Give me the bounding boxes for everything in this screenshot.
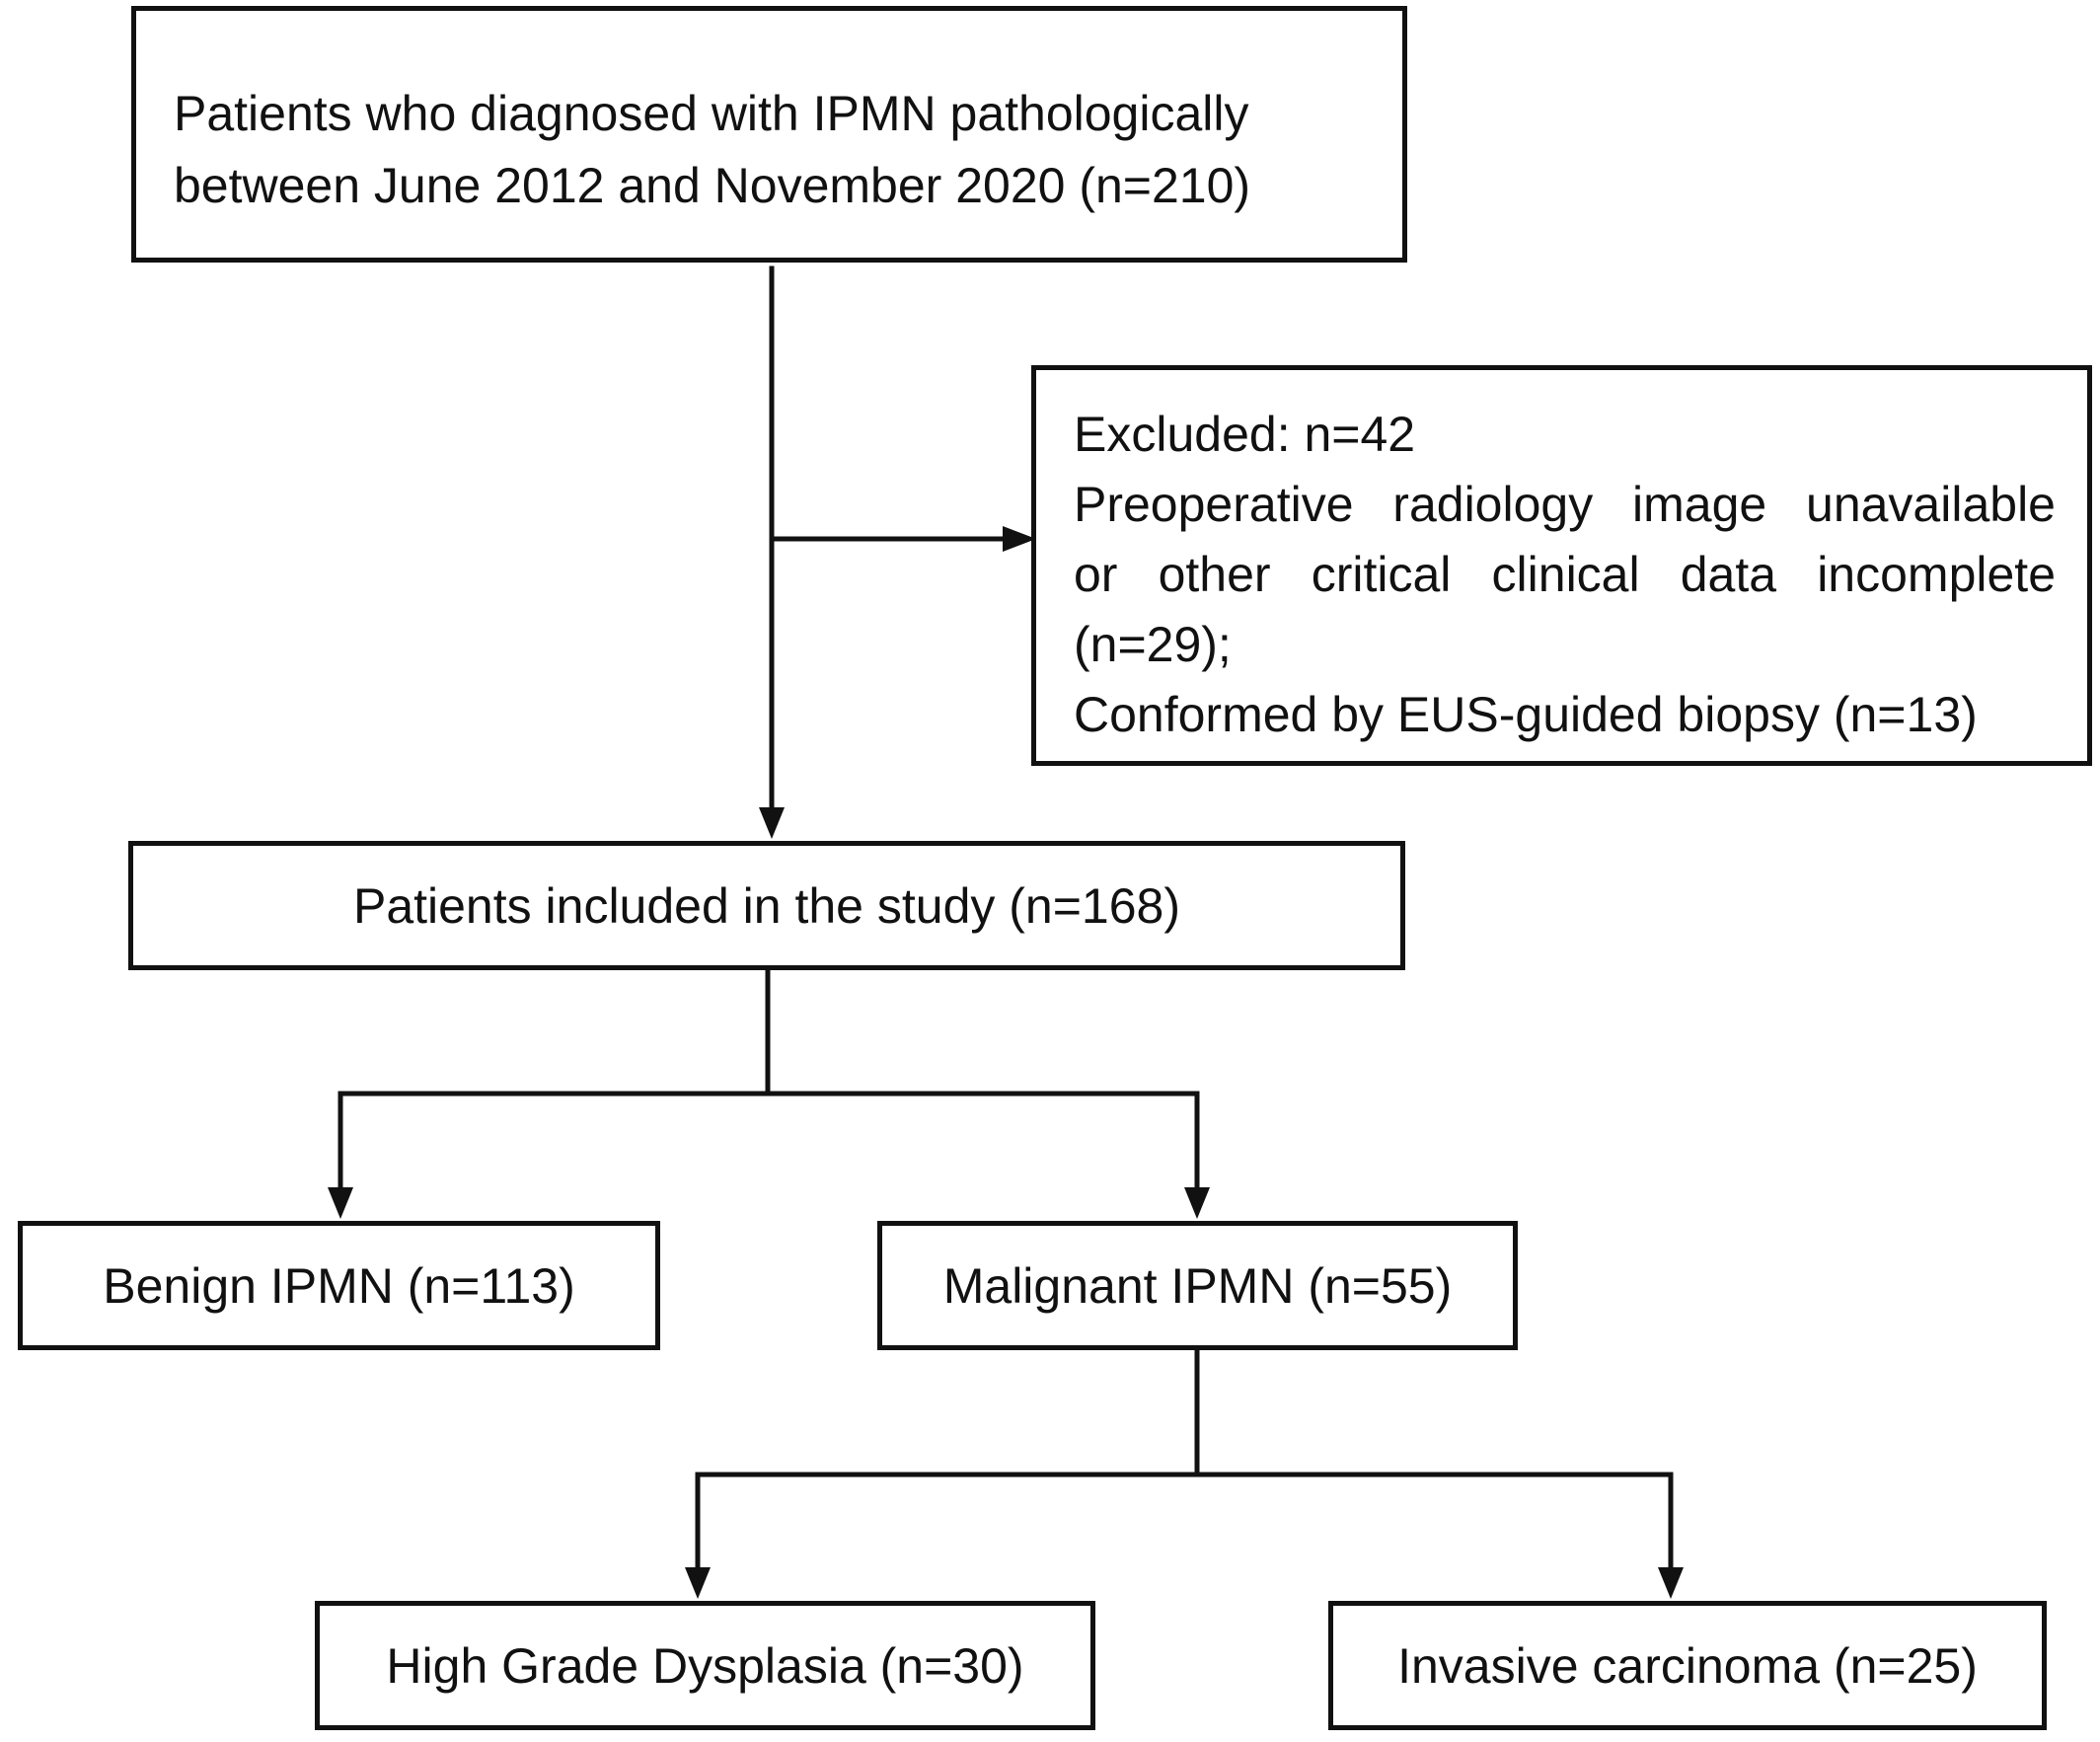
included-box: Patients included in the study (n=168) xyxy=(128,841,1405,970)
arrowhead-to-benign xyxy=(328,1187,353,1219)
invasive-carcinoma-box: Invasive carcinoma (n=25) xyxy=(1328,1601,2047,1730)
invasive-carcinoma-label: Invasive carcinoma (n=25) xyxy=(1397,1637,1978,1694)
arrowhead-to-high-grade xyxy=(685,1567,711,1599)
benign-box: Benign IPMN (n=113) xyxy=(18,1221,660,1350)
malignant-label: Malignant IPMN (n=55) xyxy=(942,1257,1453,1314)
included-label: Patients included in the study (n=168) xyxy=(352,877,1181,934)
excluded-total: Excluded: n=42 xyxy=(1074,407,1416,462)
arrowhead-to-malignant xyxy=(1184,1187,1210,1219)
arrowhead-to-excluded xyxy=(1003,526,1036,552)
excluded-box: Excluded: n=42 Preoperative radiology im… xyxy=(1031,365,2092,766)
benign-label: Benign IPMN (n=113) xyxy=(103,1257,575,1314)
malignant-box: Malignant IPMN (n=55) xyxy=(877,1221,1518,1350)
arrowhead-to-included xyxy=(759,807,785,839)
excluded-reason-line-1: Preoperative radiology image unavailable xyxy=(1074,477,2056,532)
high-grade-dysplasia-box: High Grade Dysplasia (n=30) xyxy=(315,1601,1095,1730)
source-line-2: between June 2012 and November 2020 (n=2… xyxy=(174,158,1251,213)
arrowhead-to-invasive xyxy=(1658,1567,1684,1599)
excluded-biopsy: Conformed by EUS-guided biopsy (n=13) xyxy=(1074,687,1978,742)
source-line-1: Patients who diagnosed with IPMN patholo… xyxy=(174,86,1249,141)
source-population-box: Patients who diagnosed with IPMN patholo… xyxy=(131,6,1407,263)
excluded-reason-count: (n=29); xyxy=(1074,617,1232,672)
excluded-reason-line-2: or other critical clinical data incomple… xyxy=(1074,547,2056,602)
high-grade-dysplasia-label: High Grade Dysplasia (n=30) xyxy=(386,1637,1024,1694)
